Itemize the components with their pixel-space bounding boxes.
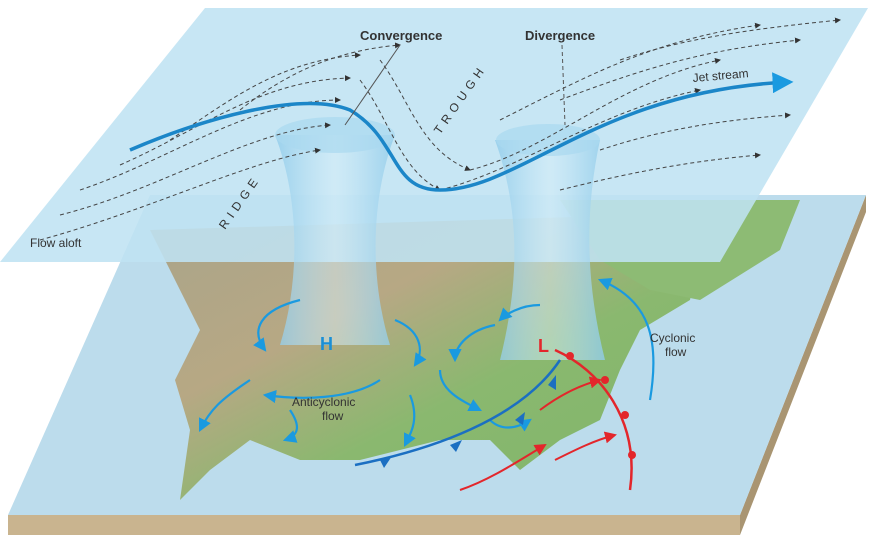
- upper-flow-streamlines: [39, 17, 841, 241]
- cyclonic-flow-label-line1: Cyclonic: [650, 331, 695, 345]
- jet-stream-label: Jet stream: [692, 66, 749, 85]
- upper-air-plane: [0, 8, 868, 262]
- cold-front: [354, 359, 562, 467]
- cold-front-triangles: [380, 375, 556, 468]
- warm-air-arrows: [459, 376, 617, 491]
- anticyclonic-flow-arrows: [199, 298, 427, 447]
- high-pressure-label: H: [320, 334, 333, 354]
- anticyclonic-flow-label-line1: Anticyclonic: [292, 395, 355, 409]
- convergence-label: Convergence: [360, 28, 442, 43]
- divergence-label: Divergence: [525, 28, 595, 43]
- jet-stream-arrow: [129, 72, 794, 192]
- divergence-pointer: [561, 44, 566, 126]
- flow-aloft-label: Flow aloft: [30, 236, 82, 250]
- low-pressure-column: [495, 140, 605, 360]
- anticyclonic-flow-label-line2: flow: [322, 409, 344, 423]
- ground-slab: [8, 195, 866, 535]
- high-pressure-column: [275, 135, 395, 345]
- cyclonic-flow-arrows: [438, 277, 655, 432]
- cyclonic-flow-label-line2: flow: [665, 345, 687, 359]
- low-pressure-label: L: [538, 336, 549, 356]
- convergence-pointer: [344, 44, 401, 126]
- warm-front-semicircles: [566, 352, 636, 459]
